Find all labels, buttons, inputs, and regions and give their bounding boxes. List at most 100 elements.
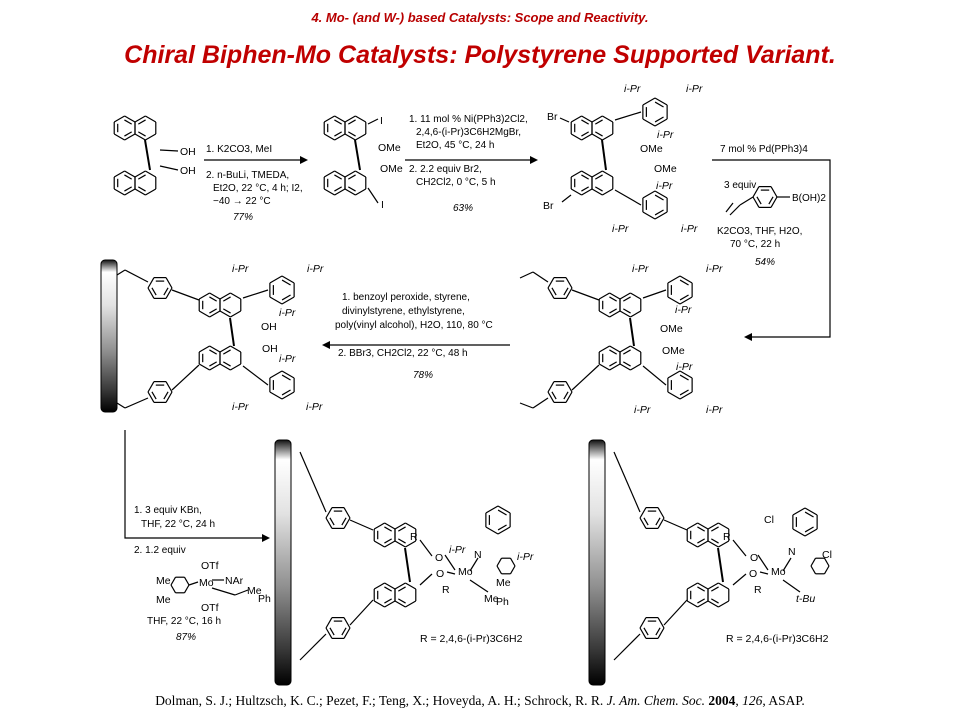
citation: Dolman, S. J.; Hultzsch, K. C.; Pezet, F… (155, 693, 805, 708)
label-ipr-18: i-Pr (306, 401, 323, 413)
label-me-2: Me (247, 585, 262, 597)
label-r-2: R (754, 584, 762, 596)
step1-line4: −40 → 22 °C (213, 196, 271, 207)
arrow-step1 (204, 156, 308, 164)
label-r-1: R (442, 584, 450, 596)
arrow-step4 (322, 341, 510, 349)
label-ipr-6: i-Pr (681, 223, 698, 235)
label-ipr-5: i-Pr (612, 223, 629, 235)
step4-line3: poly(vinyl alcohol), H2O, 110, 80 °C (335, 320, 493, 331)
label-ph-reagent: Ph (258, 593, 271, 605)
step1-yield: 77% (233, 212, 253, 223)
label-ipr-15: i-Pr (279, 307, 296, 319)
step4-line2: divinylstyrene, ethylstyrene, (342, 306, 465, 317)
arrow-step5 (124, 430, 270, 542)
label-ipr-20: i-Pr (517, 551, 534, 563)
label-ome-3b: OMe (654, 163, 677, 175)
step5-line2: THF, 22 °C, 24 h (141, 519, 215, 530)
label-ph-1: Ph (496, 596, 509, 608)
molecule-diiodo: I OMe OMe I (378, 115, 403, 211)
label-ipr-2: i-Pr (686, 83, 703, 95)
step2-line4: 2. 2.2 equiv Br2, (409, 164, 482, 175)
label-br-top: Br (547, 111, 558, 123)
label-otf-top: OTf (201, 560, 219, 572)
label-r-top-2: R (723, 531, 731, 543)
label-ipr-11: i-Pr (634, 404, 651, 416)
step3-yield: 54% (755, 257, 775, 268)
label-ipr-8: i-Pr (706, 263, 723, 275)
label-oh-5b: OH (262, 343, 278, 355)
label-rdef-2: R = 2,4,6-(i-Pr)3C6H2 (726, 633, 829, 645)
label-me-3: Me (156, 594, 171, 606)
label-me-5: Me (484, 593, 499, 605)
step5-line4: THF, 22 °C, 16 h (147, 616, 221, 627)
step1-line3: Et2O, 22 °C, 4 h; I2, (213, 183, 303, 194)
conditions-step1: 1. K2CO3, MeI 2. n-BuLi, TMEDA, Et2O, 22… (206, 144, 303, 223)
arrow-step3 (712, 159, 831, 341)
polymer-bead-2 (274, 439, 292, 686)
step4-line1: 1. benzoyl peroxide, styrene, (342, 292, 470, 303)
step4-line4: 2. BBr3, CH2Cl2, 22 °C, 48 h (338, 348, 468, 359)
label-ipr-10: i-Pr (676, 361, 693, 373)
citation-year: 2004 (708, 693, 736, 708)
conditions-step4: 1. benzoyl peroxide, styrene, divinylsty… (335, 292, 493, 381)
conditions-step5: 1. 3 equiv KBn, THF, 22 °C, 24 h 2. 1.2 … (134, 505, 221, 643)
step2-yield: 63% (453, 203, 473, 214)
label-cl-bottom: Cl (822, 549, 832, 561)
label-ome-4a: OMe (660, 323, 683, 335)
label-tbu: t-Bu (796, 593, 815, 605)
label-o-1a: O (435, 552, 443, 564)
label-mo-2: Mo (771, 566, 786, 578)
arrow-step2 (405, 156, 538, 164)
step5-line3: 2. 1.2 equiv (134, 545, 186, 556)
label-mo-1: Mo (458, 566, 473, 578)
label-ipr-19: i-Pr (449, 544, 466, 556)
molecule-supported-catalyst-1: i-Pr R O N i-Pr Mo O Me R Me Ph R = 2,4,… (410, 531, 534, 645)
label-i-top: I (380, 115, 383, 127)
molecule-supported-diol: i-Pr i-Pr i-Pr OH OH i-Pr i-Pr i-Pr (232, 263, 324, 413)
molecule-binol: OH OH (180, 146, 196, 177)
label-ipr-9: i-Pr (675, 304, 692, 316)
label-ipr-3: i-Pr (657, 129, 674, 141)
molecule-supported-catalyst-2: Cl R O N Cl Mo O R t-Bu R = 2,4,6-(i-Pr)… (723, 514, 832, 645)
reagent-mo-precursor: OTf Me NAr Me Mo Me Ph OTf (156, 560, 271, 614)
label-ipr-12: i-Pr (706, 404, 723, 416)
label-mo-reagent: Mo (199, 577, 214, 589)
step1-line2: 2. n-BuLi, TMEDA, (206, 170, 289, 181)
citation-volume: 126 (742, 693, 763, 708)
label-ipr-13: i-Pr (232, 263, 249, 275)
label-i-bottom: I (381, 199, 384, 211)
label-ome-bottom: OMe (380, 163, 403, 175)
step1-line1: 1. K2CO3, MeI (206, 144, 272, 155)
label-oh-bottom: OH (180, 165, 196, 177)
polymer-bead-3 (588, 439, 606, 686)
label-otf-bottom: OTf (201, 602, 219, 614)
label-me-1: Me (156, 575, 171, 587)
label-br-bottom: Br (543, 200, 554, 212)
label-o-2b: O (749, 568, 757, 580)
label-rdef-1: R = 2,4,6-(i-Pr)3C6H2 (420, 633, 523, 645)
label-ipr-17: i-Pr (232, 401, 249, 413)
molecule-divinyl: i-Pr i-Pr i-Pr OMe OMe i-Pr i-Pr i-Pr (632, 263, 723, 416)
step4-yield: 78% (413, 370, 433, 381)
citation-journal: J. Am. Chem. Soc. (606, 693, 705, 708)
molecule-dibromo: Br Br i-Pr i-Pr i-Pr OMe OMe i-Pr i-Pr i… (543, 83, 703, 235)
label-ipr-16: i-Pr (279, 353, 296, 365)
molecule-layer (113, 97, 830, 661)
step2-line3: Et2O, 45 °C, 24 h (416, 140, 495, 151)
label-o-1b: O (436, 568, 444, 580)
step3-line1: 7 mol % Pd(PPh3)4 (720, 144, 808, 155)
polymer-bead-1 (100, 259, 118, 413)
slide-title: Chiral Biphen-Mo Catalysts: Polystyrene … (124, 41, 836, 69)
label-r-top-1: R (410, 531, 418, 543)
conditions-step2: 1. 11 mol % Ni(PPh3)2Cl2, 2,4,6-(i-Pr)3C… (409, 114, 528, 214)
step3-line2: 3 equiv (724, 180, 756, 191)
step3-reagent: B(OH)2 (792, 193, 826, 204)
label-ipr-1: i-Pr (624, 83, 641, 95)
label-ome-4b: OMe (662, 345, 685, 357)
citation-authors: Dolman, S. J.; Hultzsch, K. C.; Pezet, F… (155, 693, 604, 708)
slide-subtitle: 4. Mo- (and W-) based Catalysts: Scope a… (311, 10, 649, 25)
conditions-step3: 7 mol % Pd(PPh3)4 3 equiv B(OH)2 K2CO3, … (717, 144, 826, 268)
